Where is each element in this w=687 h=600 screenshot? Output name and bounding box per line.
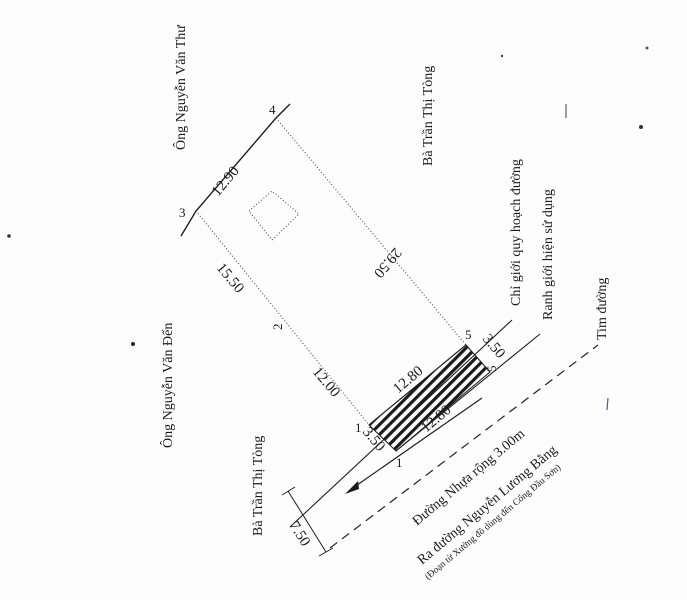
current-boundary-line	[395, 333, 541, 452]
road-offset-dim-line	[287, 490, 327, 553]
dim-2-1: 12.00	[309, 364, 343, 400]
dim-4-5: 29.50	[370, 244, 404, 280]
road-offset-tick-bottom	[318, 547, 334, 557]
house-outline	[248, 190, 300, 241]
neighbor-bottom: Bà Trần Thị Tòng	[251, 436, 266, 536]
label-current-boundary: Ranh giới hiện sử dụng	[541, 189, 556, 320]
dim-offset-right: 3.50	[479, 331, 508, 361]
point-2: 2	[270, 324, 285, 331]
neighbor-left: Ông Nguyễn Văn Đến	[159, 323, 176, 448]
road-direction-arrow	[349, 397, 483, 491]
road-note-label: (Đoạn từ Xưởng đồ dùng đến Cống Đầu Sơn)	[423, 462, 563, 582]
point-1-lower: 1	[396, 455, 403, 470]
point-3: 3	[179, 205, 186, 220]
plot-edge-3-4	[180, 103, 291, 237]
point-5: 5	[465, 327, 472, 342]
plot-edge-4-5	[275, 117, 467, 346]
planning-boundary-line	[289, 319, 513, 528]
scan-dot	[131, 342, 135, 346]
point-1: 1	[355, 420, 362, 435]
road-offset-tick-top	[281, 486, 296, 496]
dim-3-4: 12.90	[209, 163, 243, 199]
point-5-lower: 5	[484, 366, 499, 373]
road-centerline	[329, 344, 599, 549]
dim-road-offset: 7.50	[286, 519, 313, 550]
scan-dot	[639, 125, 643, 129]
plot-edge-3-1	[195, 210, 370, 426]
neighbor-top-right: Bà Trần Thị Tòng	[421, 66, 436, 166]
label-planning-boundary: Chỉ giới quy hoạch đường	[509, 159, 524, 306]
label-road-center: Tim đường	[595, 278, 610, 340]
dim-3-2: 15.50	[213, 260, 247, 296]
scan-dot	[500, 54, 504, 58]
scan-mark	[606, 397, 609, 411]
neighbor-top-left: Ông Nguyễn Văn Thư	[172, 25, 189, 150]
scan-dot	[7, 234, 11, 238]
point-4: 4	[269, 102, 276, 117]
scan-dot	[645, 46, 649, 50]
road-direction-arrowhead	[345, 481, 359, 494]
